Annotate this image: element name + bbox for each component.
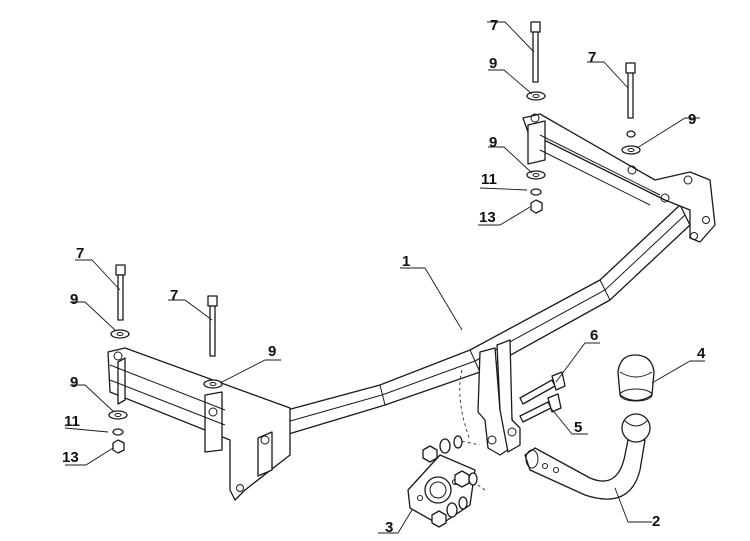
label-part-9-right-bottom: 9 bbox=[489, 134, 497, 151]
label-part-4: 4 bbox=[697, 345, 706, 362]
bolt-7-left-inner bbox=[207, 295, 218, 357]
label-part-3: 3 bbox=[385, 519, 393, 536]
label-part-11-left: 11 bbox=[64, 413, 80, 430]
label-part-13-left: 13 bbox=[62, 449, 79, 466]
label-part-9-right-inner: 9 bbox=[688, 111, 696, 128]
leader-lines bbox=[64, 21, 705, 534]
label-part-7-left-outer: 7 bbox=[76, 245, 84, 262]
center-mount-plate bbox=[459, 339, 521, 456]
label-part-7-right-outer: 7 bbox=[490, 17, 498, 34]
label-part-7-right-inner: 7 bbox=[588, 49, 596, 66]
cross-beam bbox=[249, 204, 691, 443]
label-part-9-left-top: 9 bbox=[70, 291, 78, 308]
label-part-9-left-bottom: 9 bbox=[70, 374, 78, 391]
ball-cap bbox=[617, 354, 655, 402]
label-part-1: 1 bbox=[402, 253, 410, 270]
bolt-6 bbox=[519, 371, 566, 405]
label-part-9-right-top: 9 bbox=[489, 55, 497, 72]
label-part-5: 5 bbox=[574, 419, 582, 436]
callout-labels: 1 2 3 4 5 6 7 7 7 7 9 9 9 9 9 9 11 11 13… bbox=[62, 17, 706, 536]
label-part-13-right: 13 bbox=[479, 209, 496, 226]
label-part-11-right: 11 bbox=[481, 171, 497, 188]
label-part-7-left-inner: 7 bbox=[170, 287, 178, 304]
tow-ball bbox=[621, 413, 651, 443]
tow-ball-neck bbox=[524, 439, 646, 500]
socket-plate bbox=[407, 439, 486, 526]
socket-fasteners bbox=[422, 435, 478, 528]
bolt-7-right-outer bbox=[530, 21, 541, 83]
right-side-bracket bbox=[522, 113, 716, 243]
bolt-7-right-inner bbox=[625, 62, 636, 119]
left-side-bracket bbox=[107, 347, 291, 501]
label-part-9-left-inner: 9 bbox=[268, 343, 276, 360]
bolt-7-left-outer bbox=[115, 264, 126, 321]
label-part-2: 2 bbox=[652, 513, 660, 530]
label-part-6: 6 bbox=[590, 327, 598, 344]
washers-right bbox=[526, 91, 641, 214]
washers-left bbox=[108, 329, 223, 454]
